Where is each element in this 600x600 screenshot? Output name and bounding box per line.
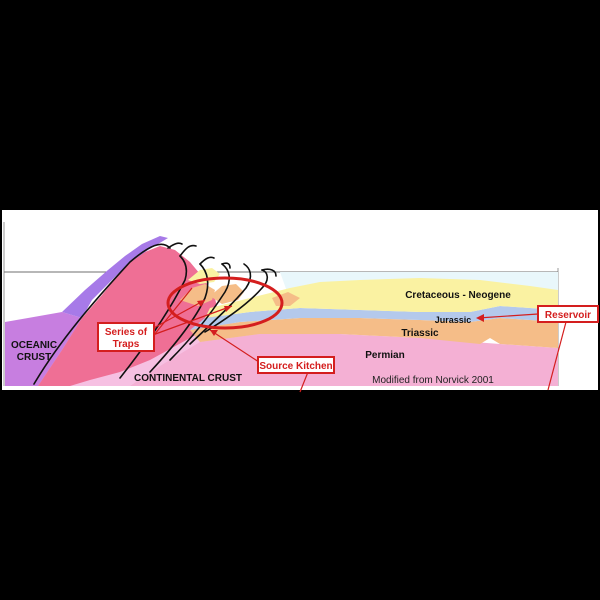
reservoir-arrowhead [476, 314, 484, 322]
reservoir-lead-line [547, 321, 567, 391]
jurassic-label: Jurassic [435, 315, 472, 325]
source-kitchen-lead-line [299, 371, 309, 393]
uplifted-basement-block [38, 246, 220, 386]
reservoir-box [537, 305, 599, 323]
cretaceous-neogene-layer [205, 278, 558, 318]
traps-arrow-1 [149, 299, 206, 331]
traps-arrowhead-1 [197, 300, 205, 307]
oceanic-crust-body [5, 312, 82, 386]
continental-crust-label: CONTINENTAL CRUST [134, 373, 242, 384]
triassic-label: Triassic [401, 328, 439, 339]
series-of-traps-label-line2: Traps [113, 339, 140, 350]
uplift-purple-edge [62, 236, 168, 318]
source-kitchen-arrowhead [210, 330, 218, 336]
fault-line-1 [33, 243, 171, 385]
fault-tip-3 [199, 256, 215, 265]
callout-arrowheads [197, 300, 484, 336]
oceanic-crust-label-line2: CRUST [17, 352, 51, 363]
reservoir-label: Reservoir [545, 310, 591, 321]
series-of-traps-box [97, 322, 155, 352]
callout-arrows [149, 287, 567, 393]
source-kitchen-arrow [209, 329, 263, 365]
fault-line-4 [169, 263, 231, 361]
traps-arrow-2 [149, 305, 233, 337]
series-of-traps-label-line1: Series of [105, 327, 148, 338]
source-kitchen-box [257, 356, 335, 374]
trap-fill-1 [180, 284, 215, 306]
traps-arrowhead-2 [224, 306, 232, 312]
reservoir-arrow [477, 313, 539, 319]
fault-line-3 [149, 263, 209, 373]
source-kitchen-label: Source Kitchen [259, 361, 332, 372]
permian-label: Permian [365, 350, 404, 361]
fault-tip-5 [261, 268, 277, 277]
fault-tip-2 [179, 244, 197, 257]
traps-highlight-ellipse [166, 276, 284, 330]
fault-tip-4 [221, 262, 231, 269]
fault-tip-1 [167, 242, 183, 249]
cretaceous-neogene-label: Cretaceous - Neogene [405, 290, 511, 301]
oceanic-crust-label-line1: OCEANIC [11, 340, 57, 351]
triassic-layer [190, 318, 558, 348]
fault-line-6 [204, 269, 269, 333]
traps-arrow-3 [149, 287, 193, 341]
credit-label: Modified from Norvick 2001 [372, 375, 494, 386]
